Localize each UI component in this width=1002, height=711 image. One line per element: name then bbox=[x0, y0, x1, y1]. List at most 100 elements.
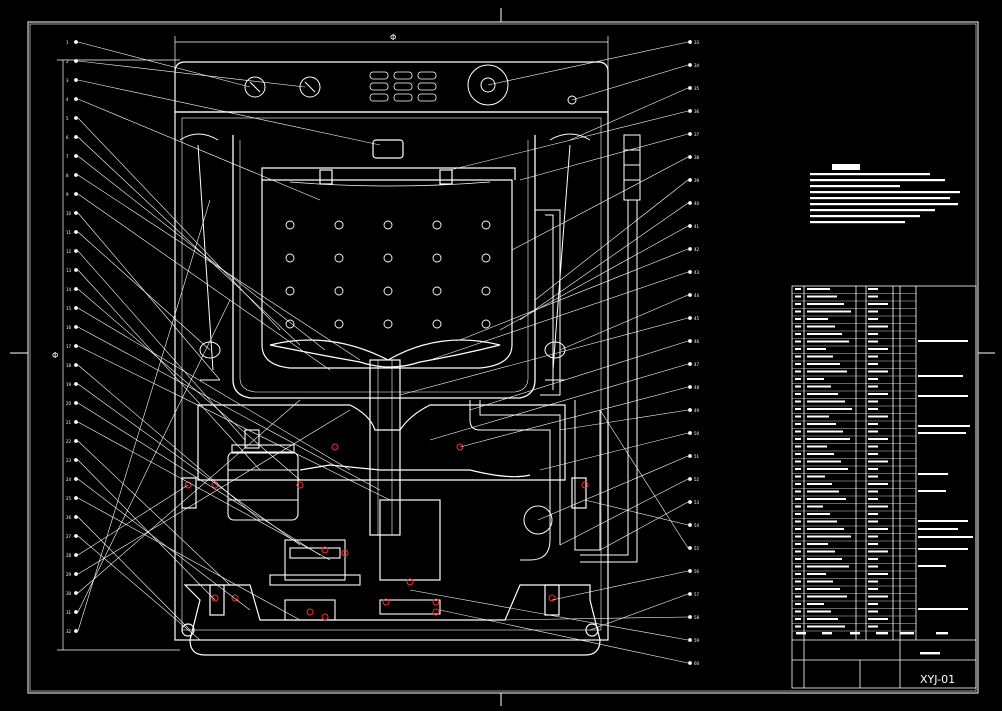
row-material-glyph bbox=[868, 588, 878, 590]
drawing-frame bbox=[10, 8, 995, 706]
leader-dot bbox=[74, 629, 78, 633]
part-number-label: 42 bbox=[694, 247, 700, 252]
program-button bbox=[393, 71, 413, 80]
note-text-line bbox=[810, 197, 950, 200]
row-material-glyph bbox=[868, 475, 878, 478]
leader-line bbox=[511, 156, 689, 251]
row-material-glyph bbox=[868, 340, 878, 343]
leader-dot bbox=[688, 638, 692, 642]
leader-line bbox=[459, 386, 689, 448]
leader-dot bbox=[74, 59, 78, 63]
row-number-glyph bbox=[795, 543, 801, 545]
leader-dot bbox=[74, 591, 78, 595]
bolt-marker bbox=[406, 578, 414, 586]
row-name-glyph bbox=[807, 348, 826, 350]
row-name-glyph bbox=[807, 498, 846, 500]
part-number-label: 59 bbox=[694, 638, 700, 643]
row-material-glyph bbox=[868, 483, 888, 485]
leader-dot bbox=[688, 339, 692, 343]
row-remark-glyph bbox=[918, 528, 958, 530]
row-number-glyph bbox=[795, 348, 801, 350]
part-number-label: 14 bbox=[66, 287, 72, 292]
row-number-glyph bbox=[795, 580, 801, 583]
leader-line bbox=[77, 212, 221, 381]
leader-line bbox=[77, 409, 351, 575]
leader-dot bbox=[74, 439, 78, 443]
leader-dot bbox=[688, 362, 692, 366]
leader-line bbox=[589, 593, 689, 631]
leader-dot bbox=[74, 515, 78, 519]
leader-dot bbox=[688, 523, 692, 527]
program-button bbox=[369, 82, 389, 91]
leader-line bbox=[77, 535, 201, 641]
row-material-glyph bbox=[868, 325, 888, 328]
part-number-label: 38 bbox=[694, 155, 700, 160]
note-text-line bbox=[810, 215, 920, 218]
row-material-glyph bbox=[868, 610, 878, 613]
part-number-label: 25 bbox=[66, 496, 72, 501]
parts-table-rows bbox=[792, 293, 916, 632]
part-number-label: 39 bbox=[694, 178, 700, 183]
note-text-line bbox=[810, 203, 958, 206]
basket-hole-icon bbox=[334, 286, 344, 296]
leader-dot bbox=[688, 178, 692, 182]
leader-line bbox=[77, 497, 301, 621]
bolt-marker bbox=[321, 613, 329, 621]
row-material-glyph bbox=[868, 573, 888, 575]
part-number-label: 51 bbox=[694, 454, 700, 459]
row-material-glyph bbox=[868, 438, 888, 440]
part-number-label: 8 bbox=[66, 173, 69, 178]
leader-dot bbox=[688, 569, 692, 573]
row-name-glyph bbox=[807, 333, 842, 335]
row-name-glyph bbox=[807, 543, 828, 545]
leader-line bbox=[77, 383, 301, 546]
row-name-glyph bbox=[807, 580, 833, 583]
leader-dot bbox=[688, 477, 692, 481]
basket-hole-icon bbox=[383, 319, 393, 329]
row-name-glyph bbox=[807, 415, 829, 418]
row-remark-glyph bbox=[918, 375, 963, 377]
leader-line bbox=[499, 225, 689, 331]
notes-lines bbox=[810, 173, 960, 224]
program-button-grid bbox=[369, 71, 437, 102]
technical-notes bbox=[810, 164, 960, 224]
row-remark-glyph bbox=[918, 490, 946, 492]
row-name-glyph bbox=[807, 363, 840, 365]
part-number-label: 15 bbox=[66, 306, 72, 311]
part-number-label: 30 bbox=[66, 591, 72, 596]
part-number-label: 19 bbox=[66, 382, 72, 387]
part-number-label: 22 bbox=[66, 439, 72, 444]
table-header-glyph bbox=[936, 632, 948, 635]
basket-hole-icon bbox=[481, 286, 491, 296]
leader-dot bbox=[688, 592, 692, 596]
basket-hole-icon bbox=[383, 220, 393, 230]
part-number-label: 33 bbox=[694, 40, 700, 45]
bolt-marker bbox=[211, 594, 219, 602]
leader-dot bbox=[74, 97, 78, 101]
part-number-label: 1 bbox=[66, 40, 69, 45]
part-number-label: 54 bbox=[694, 523, 700, 528]
leader-line bbox=[429, 363, 689, 441]
leader-line bbox=[77, 199, 211, 632]
row-number-glyph bbox=[795, 303, 801, 305]
basket-hole-icon bbox=[432, 286, 442, 296]
leader-line bbox=[571, 64, 689, 101]
row-name-glyph bbox=[807, 490, 839, 493]
leader-line bbox=[77, 478, 251, 611]
row-name-glyph bbox=[807, 340, 849, 343]
part-number-label: 21 bbox=[66, 420, 72, 425]
row-name-glyph bbox=[807, 558, 842, 560]
leader-line bbox=[429, 271, 689, 361]
row-name-glyph bbox=[807, 318, 828, 320]
leader-line bbox=[559, 478, 689, 546]
row-remark-glyph bbox=[918, 395, 968, 397]
row-material-glyph bbox=[868, 333, 878, 335]
gearbox-housing bbox=[197, 359, 566, 581]
note-text-line bbox=[810, 179, 945, 182]
basket-hole-icon bbox=[481, 319, 491, 329]
part-number-label: 9 bbox=[66, 192, 69, 197]
part-number-label: 35 bbox=[694, 86, 700, 91]
part-number-label: 43 bbox=[694, 270, 700, 275]
